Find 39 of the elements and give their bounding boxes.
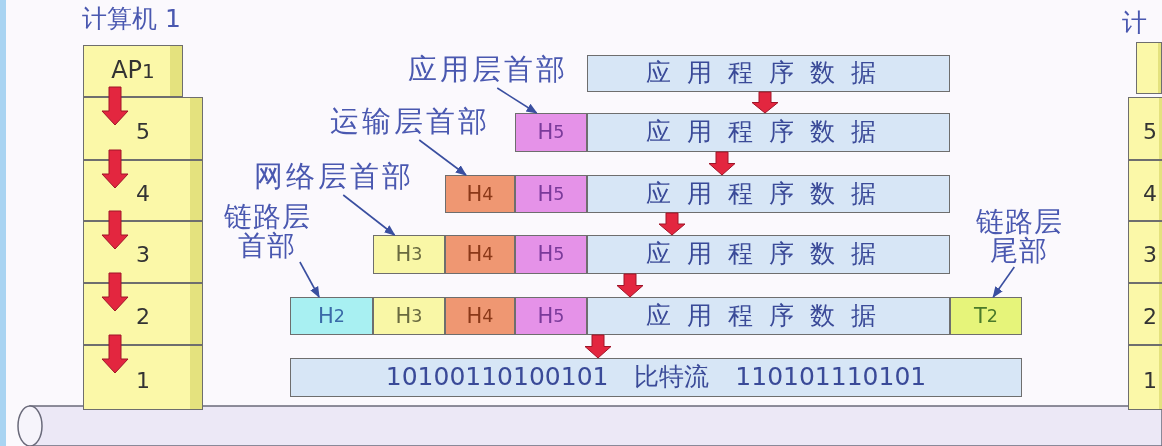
data-segment: 应用程序数据 [587, 175, 950, 213]
leader-line [496, 87, 538, 114]
data-segment: 应用程序数据 [587, 235, 950, 274]
arrow [616, 273, 644, 298]
header-label: 链路层首部 [220, 200, 314, 262]
bit-stream-box: 10100110100101 比特流 110101110101 [290, 358, 1022, 397]
arrow [708, 151, 736, 176]
application-box [1136, 42, 1162, 94]
data-segment: 应用程序数据 [587, 55, 950, 92]
layer-box: 4 [83, 160, 203, 221]
layer-box: 2 [1128, 283, 1162, 345]
data-segment: 应用程序数据 [587, 113, 950, 152]
leader-line [299, 261, 320, 298]
layer-box: 2 [83, 283, 203, 345]
arrow [751, 91, 779, 114]
leader-line [992, 266, 1016, 298]
layer-box: 3 [83, 221, 203, 283]
layer-box: 1 [1128, 345, 1162, 410]
arrow [101, 149, 129, 189]
header-label: 应用层首部 [390, 50, 585, 88]
arrow [584, 334, 612, 359]
arrow [658, 212, 686, 236]
layer-box: 1 [83, 345, 203, 410]
data-segment: 应用程序数据 [587, 297, 950, 335]
arrow [101, 86, 129, 126]
layer-box: 4 [1128, 160, 1162, 221]
stack-title: 计 [1122, 8, 1147, 38]
layer-box: 3 [1128, 221, 1162, 283]
stack-title: 计算机 1 [82, 4, 181, 34]
arrow [101, 210, 129, 250]
layer-box: 5 [83, 97, 203, 160]
header-label: 网络层首部 [236, 157, 431, 195]
header-label: 链路层尾部 [972, 205, 1066, 267]
arrow [101, 334, 129, 374]
leader-line [418, 139, 467, 176]
arrow [101, 272, 129, 312]
layer-box: 5 [1128, 97, 1162, 160]
leader-line [342, 194, 396, 236]
header-label: 运输层首部 [312, 102, 507, 140]
